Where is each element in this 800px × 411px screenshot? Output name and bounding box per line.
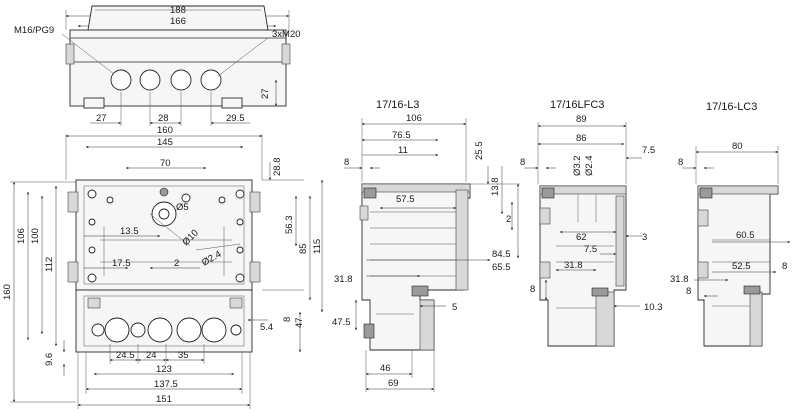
dim-l3-13-8: 13.8	[490, 178, 501, 197]
callout-m20: 3xM20	[272, 29, 301, 40]
dim-top-27: 27	[96, 113, 107, 124]
dim-lfc3-10-3: 10.3	[644, 302, 663, 313]
dim-lc3-80: 80	[732, 141, 743, 152]
dim-35: 35	[178, 350, 189, 361]
dim-106: 106	[16, 228, 27, 244]
dim-2: 2	[174, 258, 179, 269]
dim-l3-5: 5	[452, 302, 457, 313]
dim-24: 24	[146, 350, 157, 361]
dim-47: 47	[294, 317, 305, 328]
dim-151: 151	[156, 394, 172, 405]
dim-160: 160	[157, 125, 173, 136]
dim-top-166: 166	[170, 16, 186, 27]
dim-lc3-31-8: 31.8	[670, 274, 689, 285]
dim-l3-11: 11	[398, 145, 408, 156]
section-lfc3: 17/16LFC3 89 86 8 Ø3.2 Ø2.4 7.5	[520, 99, 663, 347]
dim-112: 112	[44, 257, 55, 272]
dim-lfc3-86: 86	[576, 133, 587, 144]
dim-l3-25-5: 25.5	[474, 142, 485, 161]
title-l3: 17/16-L3	[376, 99, 419, 111]
front-view: 160 145 70 1	[2, 125, 324, 409]
dim-17-5: 17.5	[112, 258, 131, 269]
dim-lc3-60-5: 60.5	[736, 230, 755, 241]
dim-l3-2: 2	[506, 214, 511, 225]
dim-lfc3-d2-4: Ø2.4	[584, 155, 595, 176]
dim-l3-84-5: 84.5	[492, 249, 511, 260]
section-lc3: 17/16-LC3 80 8 60.5 52.5 8 31.8 8	[670, 101, 791, 347]
dim-l3-65-5: 65.5	[492, 262, 511, 273]
dim-85: 85	[298, 243, 309, 254]
dim-lc3-8c: 8	[686, 286, 691, 297]
dim-lfc3-89: 89	[576, 114, 587, 125]
dim-l3-57-5: 57.5	[396, 194, 415, 205]
dim-top-188: 188	[170, 5, 186, 16]
dim-24-5: 24.5	[116, 350, 135, 361]
dim-28-8: 28.8	[272, 158, 283, 177]
dim-top-27b: 27	[260, 88, 271, 99]
dim-115: 115	[312, 239, 323, 254]
dim-70: 70	[160, 158, 171, 169]
dim-l3-31-8: 31.8	[334, 274, 353, 285]
dim-lc3-8: 8	[678, 157, 683, 168]
dim-145: 145	[157, 137, 173, 148]
dim-lfc3-8: 8	[520, 157, 525, 168]
dim-l3-46: 46	[380, 363, 391, 374]
title-lfc3: 17/16LFC3	[550, 99, 604, 111]
dim-top-29-5: 29.5	[226, 113, 245, 124]
dim-l3-47-5: 47.5	[332, 317, 351, 328]
dim-lfc3-7-5: 7.5	[642, 145, 655, 156]
dim-8: 8	[282, 317, 293, 322]
dim-l3-8: 8	[344, 157, 349, 168]
dim-160-left: 160	[2, 284, 13, 300]
dim-9-6: 9.6	[44, 353, 55, 366]
dim-56-3: 56.3	[284, 216, 295, 235]
top-view: M16/PG9 3xM20 188 166 27 28 29.5 27	[14, 5, 301, 126]
dim-lfc3-8b: 8	[530, 284, 535, 295]
section-l3: 17/16-L3 106 76.5 8 11	[332, 99, 520, 392]
dim-100: 100	[30, 228, 41, 244]
dim-l3-76-5: 76.5	[392, 130, 411, 141]
dim-l3-106: 106	[406, 113, 422, 124]
dim-l3-69: 69	[388, 378, 399, 389]
dim-13-5: 13.5	[120, 226, 139, 237]
dim-lfc3-3: 3	[642, 232, 647, 243]
dim-lc3-52-5: 52.5	[732, 261, 751, 272]
dim-lfc3-d3-2: Ø3.2	[572, 155, 583, 176]
dim-137-5: 137.5	[154, 379, 178, 390]
dim-top-28: 28	[158, 113, 169, 124]
dim-123: 123	[156, 364, 172, 375]
dim-lfc3-31-8: 31.8	[564, 260, 583, 271]
dim-5-4: 5.4	[260, 322, 273, 333]
title-lc3: 17/16-LC3	[706, 101, 757, 113]
dim-lc3-8b: 8	[782, 261, 787, 272]
dim-lfc3-62: 62	[576, 232, 587, 243]
dim-lfc3-7-5b: 7.5	[584, 244, 597, 255]
dim-d5: Ø5	[176, 202, 189, 213]
callout-m16: M16/PG9	[14, 25, 54, 36]
